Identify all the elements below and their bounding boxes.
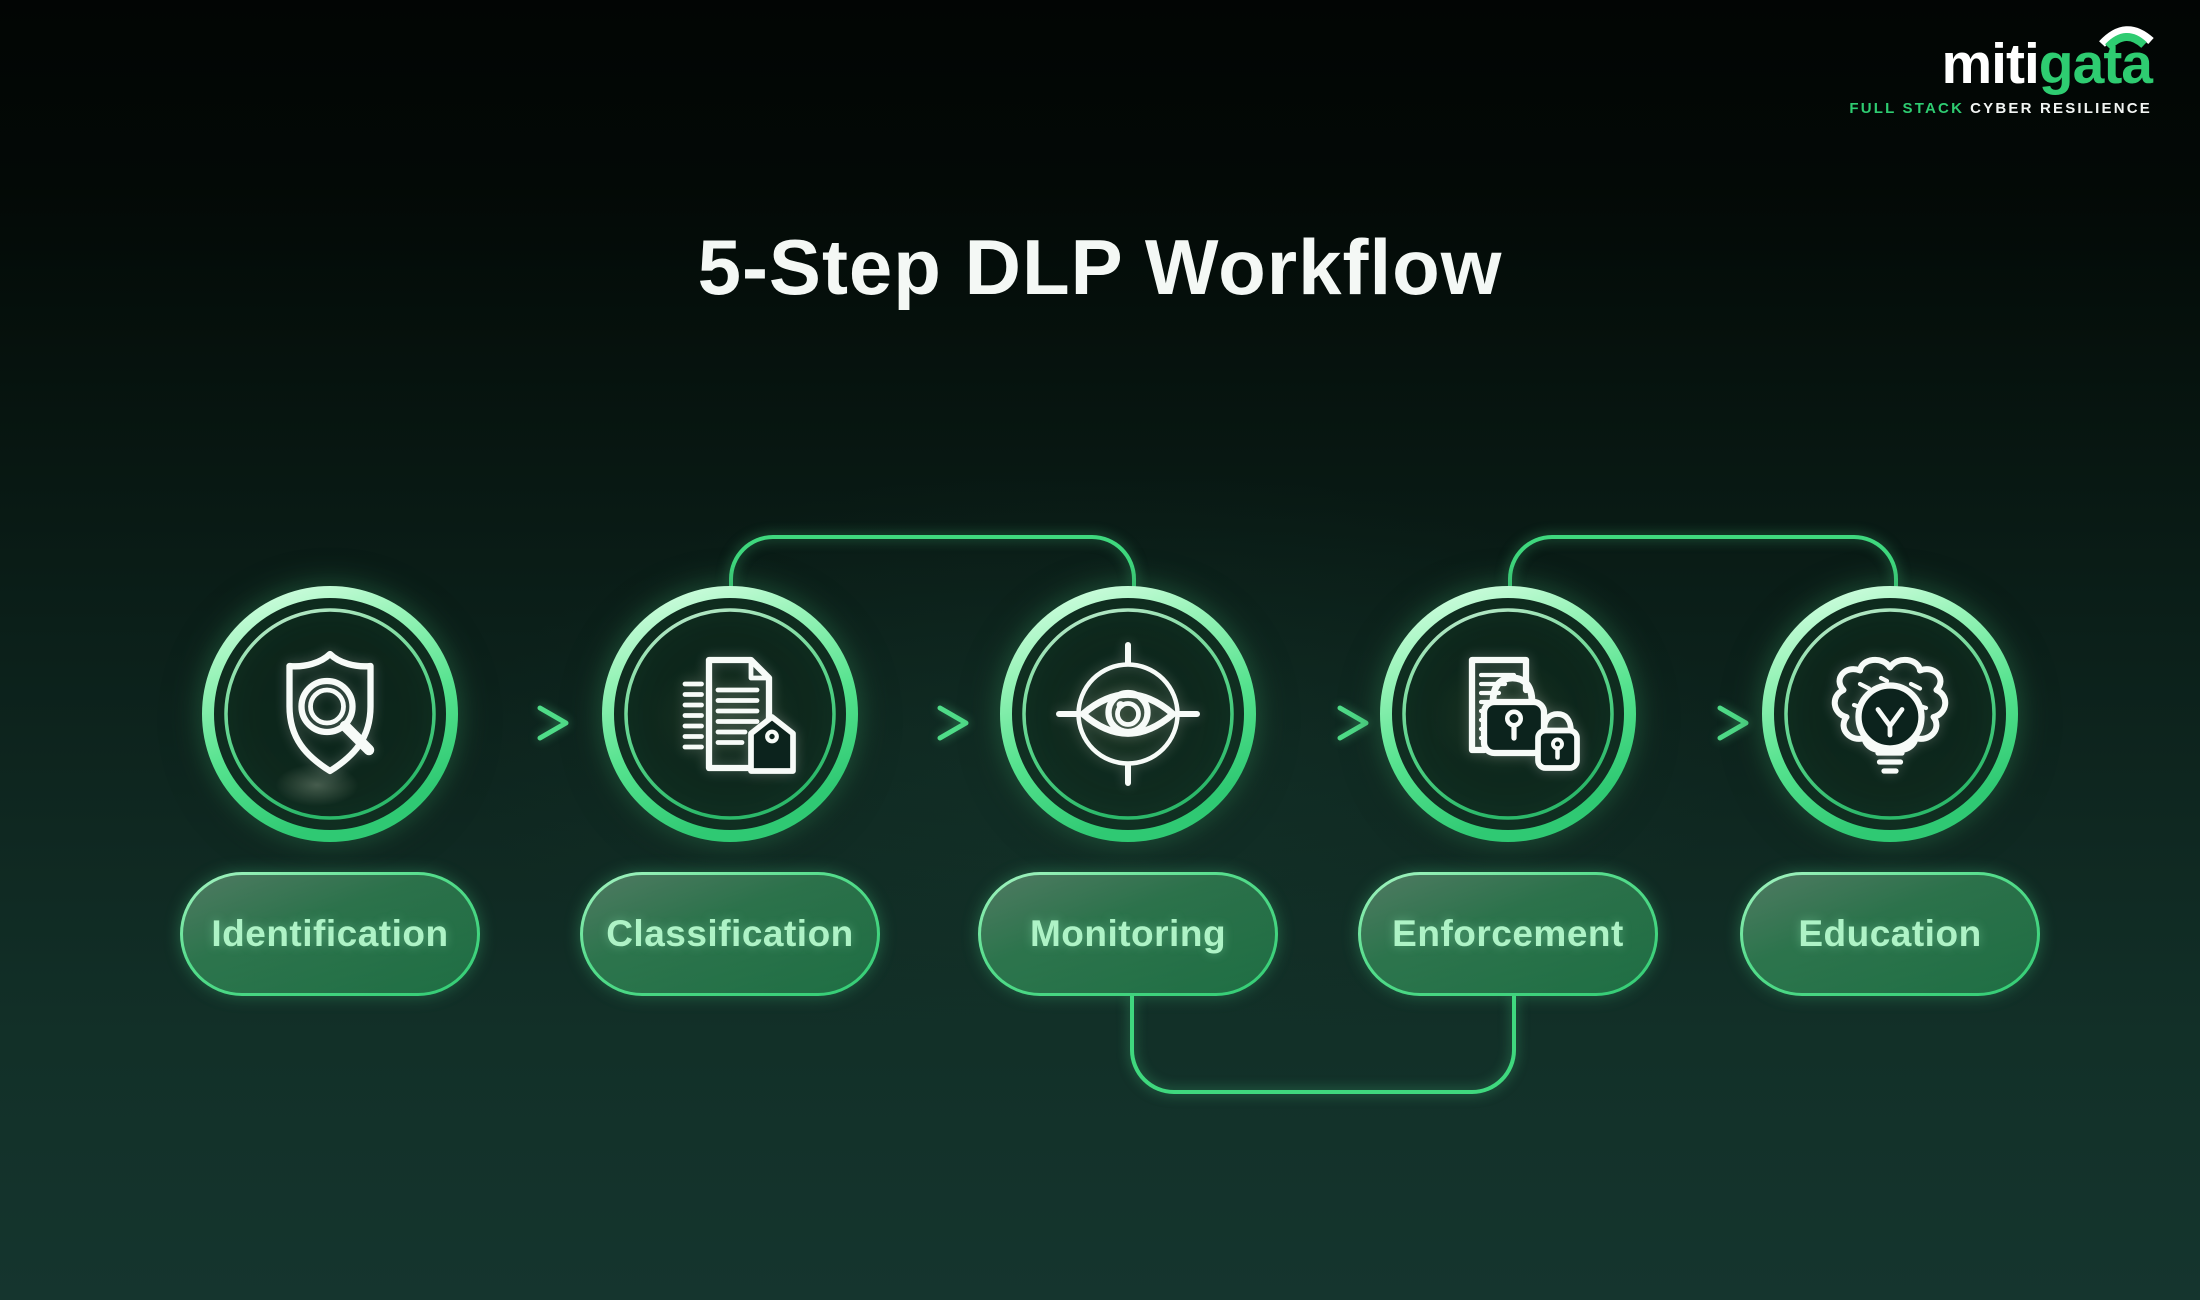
step-label-identification: Identification: [180, 872, 480, 996]
brand-tagline: FULL STACK CYBER RESILIENCE: [1849, 100, 2152, 117]
top-connector-classification-monitoring: [729, 535, 1136, 590]
page-title: 5-Step DLP Workflow: [697, 223, 1503, 311]
step-label-text: Classification: [606, 913, 854, 954]
shield-magnifier-icon: [286, 650, 375, 775]
logo-signal-arc-icon: [2099, 26, 2154, 50]
step-label-text: Identification: [211, 913, 449, 954]
step-circle-classification: [600, 584, 860, 844]
step-label-classification: Classification: [580, 872, 880, 996]
step-circle-identification: [200, 584, 460, 844]
arrow-classification-to-monitoring: [858, 705, 969, 741]
step-circle-education: [1760, 584, 2020, 844]
step-label-enforcement: Enforcement: [1358, 872, 1658, 996]
step-circle-monitoring: [998, 584, 1258, 844]
brand-logo: mitigata FULL STACK CYBER RESILIENCE: [1849, 26, 2154, 117]
step-label-monitoring: Monitoring: [978, 872, 1278, 996]
step-ring: [602, 586, 858, 842]
top-connector-enforcement-education: [1508, 535, 1898, 590]
eye-crosshair-icon: [1056, 642, 1200, 786]
document-padlock-icon: [1468, 656, 1580, 771]
bottom-connector-monitoring-enforcement: [1130, 996, 1516, 1094]
step-label-text: Enforcement: [1392, 913, 1624, 954]
step-ring: [202, 586, 458, 842]
step-circle-enforcement: [1378, 584, 1638, 844]
brand-wordmark-left: miti: [1941, 32, 2039, 96]
arrow-enforcement-to-education: [1638, 705, 1749, 741]
brand-wordmark: mitigata: [1941, 26, 2154, 93]
brain-lightbulb-icon: [1831, 657, 1949, 774]
step-label-education: Education: [1740, 872, 2040, 996]
arrow-monitoring-to-enforcement: [1258, 705, 1369, 741]
step-ring: [1000, 586, 1256, 842]
brand-wordmark-right: gata: [2038, 32, 2153, 96]
document-tag-icon: [682, 656, 796, 774]
step-label-text: Education: [1798, 913, 1982, 954]
brand-tagline-accent: FULL STACK: [1849, 100, 1965, 117]
arrow-identification-to-classification: [458, 705, 569, 741]
step-label-text: Monitoring: [1029, 913, 1227, 954]
brand-tagline-rest: CYBER RESILIENCE: [1970, 100, 2152, 117]
